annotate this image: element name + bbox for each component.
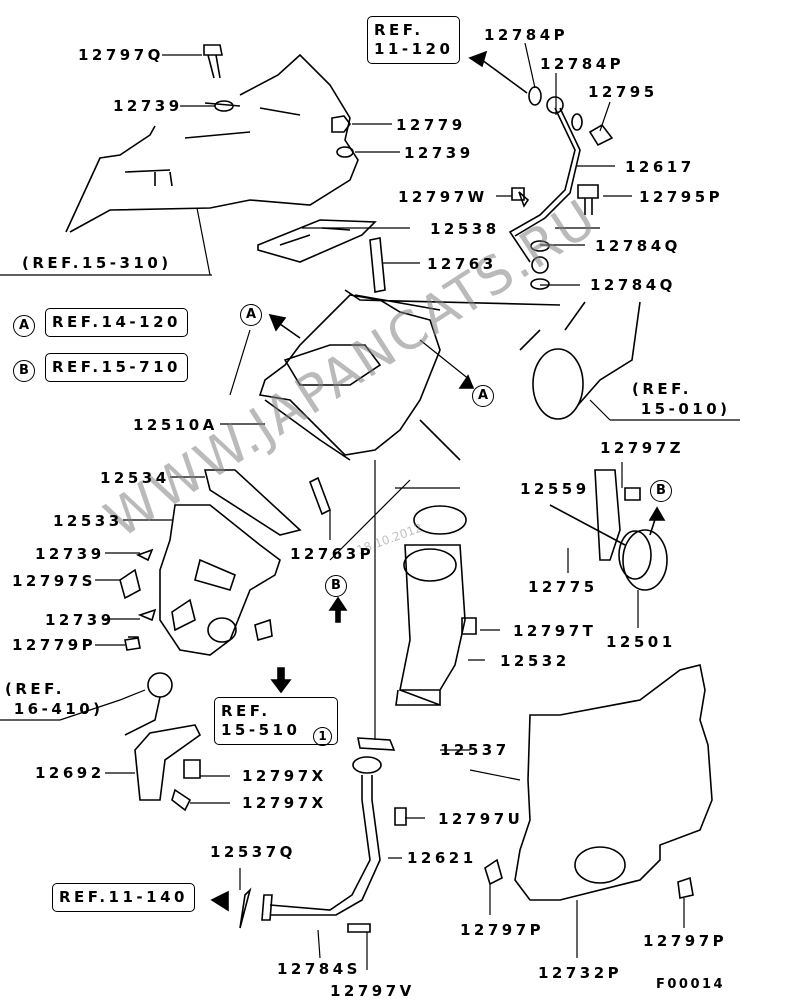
part-label-12797Z[interactable]: 12797Z xyxy=(600,439,685,457)
marker-a-right: A xyxy=(472,385,494,407)
ref-16-410[interactable]: (REF. 16-410) xyxy=(5,680,104,718)
part-label-12617[interactable]: 12617 xyxy=(625,158,695,176)
leader-lines xyxy=(0,42,740,970)
stud-12763 xyxy=(369,237,386,293)
heat-shield-upper xyxy=(65,53,359,233)
part-label-12537Q[interactable]: 12537Q xyxy=(210,843,296,861)
part-label-12797W[interactable]: 12797W xyxy=(398,188,488,206)
ref-15-010[interactable]: (REF. 15-010) xyxy=(632,380,731,418)
marker-a-legend: A xyxy=(13,315,35,337)
part-label-12797X[interactable]: 12797X xyxy=(242,767,327,785)
part-label-12784P[interactable]: 12784P xyxy=(540,55,625,73)
ref-11-140-box[interactable]: REF.11-140 xyxy=(52,883,195,912)
marker-b-lower: B xyxy=(325,575,347,597)
marker-b-right: B xyxy=(650,480,672,502)
ref-11-120-box[interactable]: REF. 11-120 xyxy=(367,16,461,64)
part-label-12784S[interactable]: 12784S xyxy=(277,960,361,978)
heat-shield-lower xyxy=(514,664,713,901)
wastegate-bracket xyxy=(594,469,621,561)
part-label-12510A[interactable]: 12510A xyxy=(133,416,218,434)
ref-15-310[interactable]: (REF.15-310) xyxy=(22,254,172,272)
part-label-12795P[interactable]: 12795P xyxy=(639,188,724,206)
part-label-12797Q[interactable]: 12797Q xyxy=(78,46,164,64)
marker-a-upper: A xyxy=(240,304,262,326)
part-label-12559[interactable]: 12559 xyxy=(520,480,590,498)
bracket-12692 xyxy=(134,724,202,801)
arrow-ref-15-510 xyxy=(270,667,292,694)
part-label-12534[interactable]: 12534 xyxy=(100,469,170,487)
part-label-12797P[interactable]: 12797P xyxy=(460,921,545,939)
washer-12739-b xyxy=(336,146,354,158)
gasket-12537Q xyxy=(239,887,252,929)
oil-return-pipe-12621 xyxy=(269,775,381,916)
part-label-12779P[interactable]: 12779P xyxy=(12,636,97,654)
part-label-12692[interactable]: 12692 xyxy=(35,764,105,782)
part-label-12797T[interactable]: 12797T xyxy=(513,622,597,640)
bolt-12795 xyxy=(588,123,614,147)
stud-12763P xyxy=(308,476,332,516)
arrow-a-upper xyxy=(268,313,287,332)
part-label-12775[interactable]: 12775 xyxy=(528,578,598,596)
marker-1: 1 xyxy=(313,727,332,746)
arrow-b-up xyxy=(328,596,348,623)
turbo-housing xyxy=(258,294,461,461)
part-label-12621[interactable]: 12621 xyxy=(407,849,477,867)
arrow-ref-11-140 xyxy=(210,890,229,912)
arrow-b-right xyxy=(648,506,666,521)
part-label-12763P[interactable]: 12763P xyxy=(290,545,375,563)
sensor-ref-16-410 xyxy=(147,672,173,698)
part-label-12784Q[interactable]: 12784Q xyxy=(595,237,681,255)
part-label-12739[interactable]: 12739 xyxy=(45,611,115,629)
ref-14-120-box[interactable]: REF.14-120 xyxy=(45,308,188,337)
oil-pipe-12617 xyxy=(508,107,581,263)
arrow-a-right xyxy=(458,374,475,389)
part-label-12784Q[interactable]: 12784Q xyxy=(590,276,676,294)
gasket-12538 xyxy=(257,219,377,263)
gasket-12559 xyxy=(413,505,467,535)
ref-15-710-box[interactable]: REF.15-710 xyxy=(45,353,188,382)
gasket-12534 xyxy=(203,469,302,536)
gasket-12537 xyxy=(357,737,396,751)
outlet-pipe-12532 xyxy=(395,544,466,707)
figure-code: F00014 xyxy=(656,977,726,992)
arrow-ref-11-120 xyxy=(468,50,488,68)
exhaust-outlet-ring xyxy=(532,348,584,420)
part-label-12538[interactable]: 12538 xyxy=(430,220,500,238)
ref-15-510-box[interactable]: REF. 15-510 xyxy=(214,697,338,745)
elbow-12533 xyxy=(159,504,281,656)
part-label-12797S[interactable]: 12797S xyxy=(12,572,96,590)
wastegate-actuator xyxy=(622,529,668,591)
part-label-12797X[interactable]: 12797X xyxy=(242,794,327,812)
marker-b-legend: B xyxy=(13,360,35,382)
part-label-12797U[interactable]: 12797U xyxy=(438,810,524,828)
part-label-12739[interactable]: 12739 xyxy=(404,144,474,162)
nut-12779 xyxy=(331,115,351,133)
part-label-12797P[interactable]: 12797P xyxy=(643,932,728,950)
part-label-12763[interactable]: 12763 xyxy=(427,255,497,273)
part-label-12533[interactable]: 12533 xyxy=(53,512,123,530)
part-label-12739[interactable]: 12739 xyxy=(35,545,105,563)
part-label-12797V[interactable]: 12797V xyxy=(330,982,415,1000)
part-label-12795[interactable]: 12795 xyxy=(588,83,658,101)
part-label-12784P[interactable]: 12784P xyxy=(484,26,569,44)
part-label-12532[interactable]: 12532 xyxy=(500,652,570,670)
part-label-12501[interactable]: 12501 xyxy=(606,633,676,651)
wastegate-rod xyxy=(549,504,626,546)
part-label-12537[interactable]: 12537 xyxy=(440,741,510,759)
part-label-12779[interactable]: 12779 xyxy=(396,116,466,134)
part-label-12739[interactable]: 12739 xyxy=(113,97,183,115)
part-label-12732P[interactable]: 12732P xyxy=(538,964,623,982)
washer-12739-top xyxy=(214,100,234,112)
bolt-12797Q xyxy=(203,44,223,79)
bolt-12795P xyxy=(577,184,599,215)
